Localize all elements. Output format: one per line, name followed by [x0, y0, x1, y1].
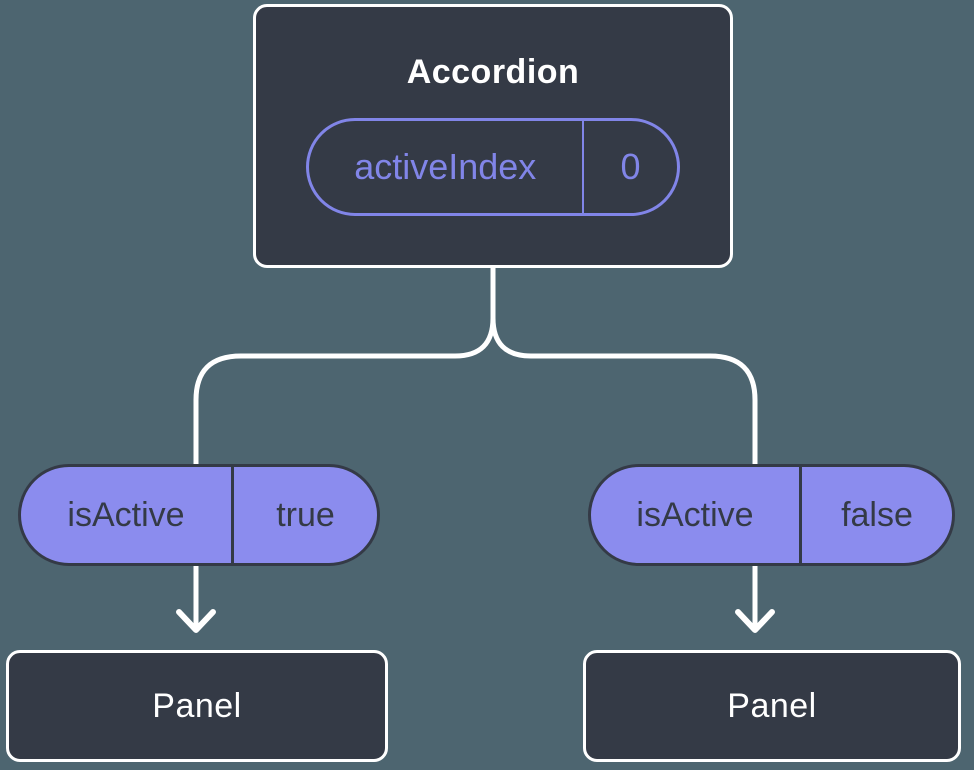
- state-value-label: 0: [620, 146, 641, 187]
- prop-pill-isactive-false: isActive false: [588, 464, 955, 566]
- state-name-label: activeIndex: [354, 146, 537, 187]
- accordion-node-title: Accordion: [406, 53, 580, 91]
- arrow-down-icon: [735, 609, 775, 633]
- panel-node-right: Panel: [583, 650, 961, 762]
- connector-right-branch: [490, 263, 758, 467]
- prop-name-label: isActive: [636, 495, 754, 534]
- prop-pill-isactive-true: isActive true: [18, 464, 380, 566]
- connector-left-branch: [193, 263, 496, 467]
- panel-node-title: Panel: [727, 686, 817, 725]
- prop-value-label: true: [276, 495, 335, 534]
- pill-divider: [231, 467, 234, 563]
- pill-divider: [581, 121, 584, 213]
- prop-name-label: isActive: [67, 495, 185, 534]
- panel-node-title: Panel: [152, 686, 242, 725]
- arrow-down-icon: [176, 609, 216, 633]
- accordion-node: Accordion activeIndex 0: [253, 4, 733, 268]
- prop-value-label: false: [841, 495, 913, 534]
- pill-divider: [799, 467, 802, 563]
- state-pill-activeindex: activeIndex 0: [306, 118, 680, 216]
- panel-node-left: Panel: [6, 650, 388, 762]
